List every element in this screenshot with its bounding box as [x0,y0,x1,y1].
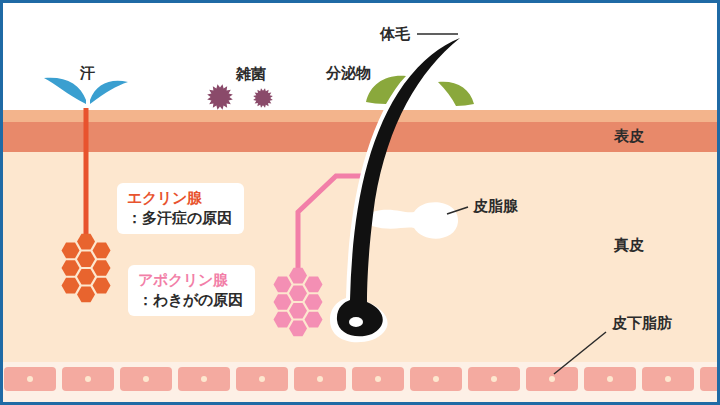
gland-note: ：多汗症の原因 [127,209,234,229]
gland-cell [305,277,323,293]
gland-cell [289,321,307,337]
fat-nucleus [665,376,671,382]
fat-cell [294,367,346,391]
gland-cell [289,285,307,301]
fat-cell [410,367,462,391]
gland-cell [289,268,307,284]
bacteria [207,84,233,110]
fat-cell [4,367,56,391]
fat-cell [642,367,694,391]
fat-nucleus [317,376,323,382]
fat-nucleus [201,376,207,382]
fat-cell [120,367,172,391]
hair-label: 体毛 [380,25,410,43]
layer-name: 真皮 [614,236,644,256]
callout-box: アポクリン腺：わきがの原因 [128,265,255,316]
fat-nucleus [433,376,439,382]
gland-cell [77,251,95,267]
callout-box: エクリン腺：多汗症の原因 [117,183,244,234]
sweat-label: 汗 [80,64,95,82]
bacteria [253,88,273,108]
gland-name: エクリン腺 [127,189,234,209]
layer-label: 皮下脂肪 [612,314,672,332]
fat-cell [236,367,288,391]
fat-nucleus [85,376,91,382]
fat-nucleus [259,376,265,382]
gland-cell [62,278,80,294]
gland-cell [93,260,111,276]
gland-cell [62,260,80,276]
secretion-label: 分泌物 [326,64,371,82]
gland-label: 皮脂腺 [473,197,518,215]
fat-cell [584,367,636,391]
gland-cell [305,294,323,310]
fat-nucleus [491,376,497,382]
fat-nucleus [375,376,381,382]
gland-cell [93,278,111,294]
fat-cell [178,367,230,391]
gland-cell [62,243,80,259]
gland-cell [274,312,292,328]
fat-nucleus [143,376,149,382]
gland-cell [77,234,95,250]
gland-note: ：わきがの原因 [138,291,245,311]
gland-cell [93,243,111,259]
fat-cell [468,367,520,391]
layer-name: 表皮 [614,127,644,147]
fat-nucleus [549,376,555,382]
gland-cell [274,277,292,293]
fat-nucleus [27,376,33,382]
bacteria-label: 雑菌 [236,65,266,83]
gland-cell [77,269,95,285]
fat-cell [352,367,404,391]
gland-cell [289,303,307,319]
fat-cell [62,367,114,391]
gland-name: アポクリン腺 [138,271,245,291]
gland-cell [274,294,292,310]
skin-layer-band: 表皮 [0,122,720,152]
fat-cell [526,367,578,391]
gland-cell [77,287,95,303]
fat-nucleus [607,376,613,382]
gland-cell [305,312,323,328]
